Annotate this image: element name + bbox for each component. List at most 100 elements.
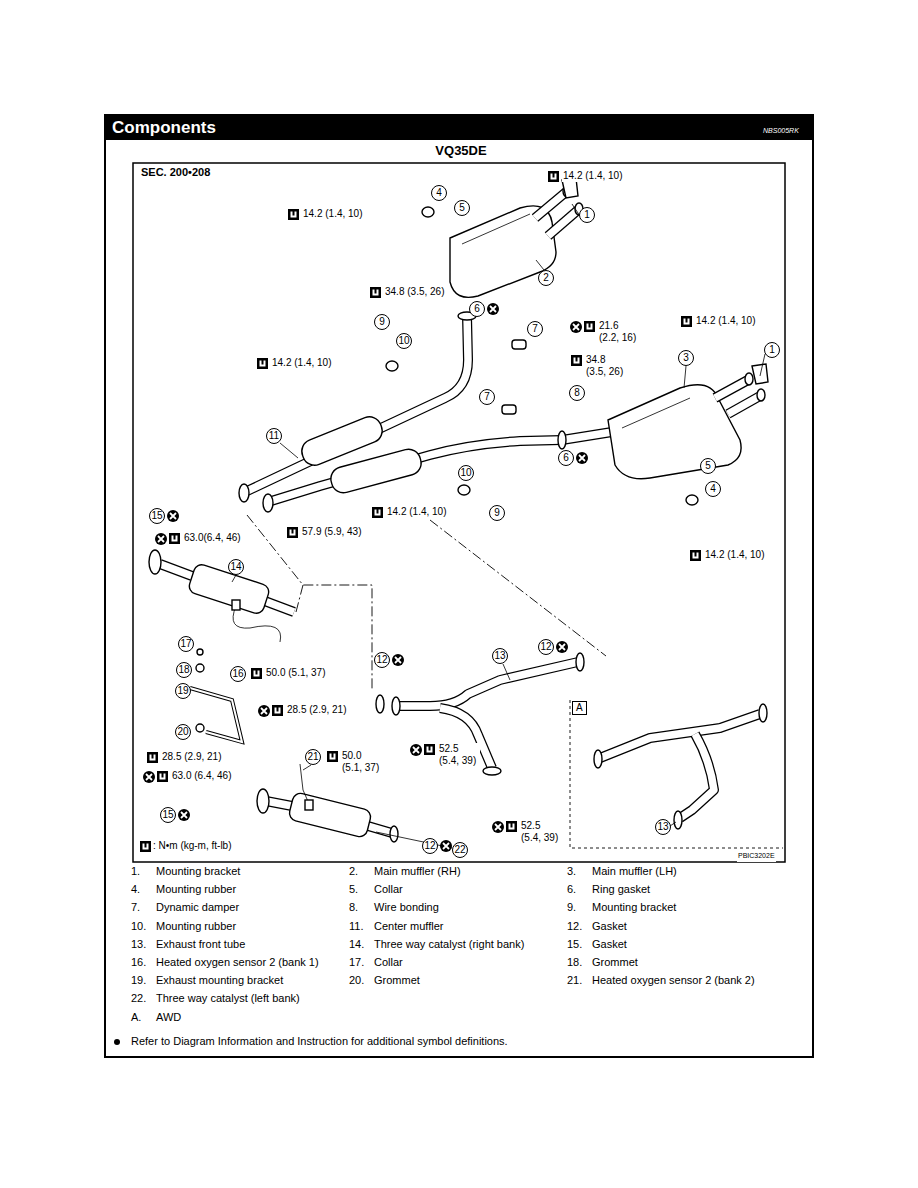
leader-lines	[232, 204, 765, 848]
sensor-wire	[233, 606, 281, 642]
awd-inset	[570, 700, 783, 848]
flange	[674, 811, 682, 829]
do-not-reuse-symbol	[167, 510, 179, 522]
torque-symbol	[571, 355, 582, 366]
flange	[376, 695, 384, 713]
mounting-rubber	[458, 485, 470, 495]
table-cell: 10.	[130, 920, 147, 933]
table-cell: AWD	[155, 1011, 182, 1024]
pipe	[600, 714, 760, 758]
mounting-rubber	[686, 495, 698, 505]
torque-symbol	[684, 319, 690, 325]
do-not-reuse-symbol	[492, 821, 504, 833]
callout-number: 6	[469, 301, 485, 317]
do-not-reuse-symbol	[579, 455, 585, 461]
section-number: SEC. 200•208	[140, 166, 211, 178]
muffler-seam	[622, 398, 690, 428]
torque-symbol	[169, 533, 180, 544]
torque-value: 14.2 (1.4, 10)	[562, 170, 623, 182]
torque-value: 63.0 (6.4, 46)	[171, 770, 232, 782]
do-not-reuse-symbol	[576, 452, 588, 464]
do-not-reuse-symbol	[440, 840, 452, 852]
callout-number: 3	[678, 350, 694, 366]
pipe	[368, 826, 392, 833]
table-cell: Grommet	[373, 974, 421, 987]
table-cell: 19.	[130, 974, 147, 987]
torque-symbol	[584, 321, 595, 332]
note: Refer to Diagram Information and Instruc…	[130, 1035, 509, 1048]
torque-symbol	[290, 530, 296, 536]
torque-symbol	[157, 771, 168, 782]
torque-symbol	[327, 751, 338, 762]
torque-symbol	[140, 841, 151, 852]
pipe	[562, 432, 612, 440]
do-not-reuse-symbol	[258, 705, 270, 717]
do-not-reuse-symbol	[487, 303, 499, 315]
figure-code: NBS005RK	[762, 125, 800, 137]
torque-value: 50.0 (5.1, 37)	[341, 750, 383, 774]
table-cell: Wire bonding	[373, 901, 440, 914]
callout-number: 10	[458, 465, 474, 481]
torque-symbol	[172, 536, 178, 542]
catalysts	[149, 550, 398, 842]
callout-number: 21	[305, 749, 321, 765]
torque-value: 28.5 (2.9, 21)	[161, 751, 222, 763]
table-cell: Exhaust front tube	[155, 938, 246, 951]
oxygen-sensor	[232, 600, 240, 610]
torque-symbol	[291, 212, 297, 218]
flange	[239, 484, 249, 502]
callout-number: 10	[396, 333, 412, 349]
do-not-reuse-symbol	[570, 321, 582, 333]
table-cell: 12.	[566, 920, 583, 933]
callout-number: 12	[538, 639, 554, 655]
table-cell: Collar	[373, 956, 404, 969]
torque-symbol	[372, 507, 383, 518]
do-not-reuse-symbol	[181, 812, 187, 818]
callout-number: 1	[579, 207, 595, 223]
callout-number: 13	[492, 648, 508, 664]
torque-value: 57.9 (5.9, 43)	[301, 526, 362, 538]
pipe	[262, 600, 294, 612]
table-cell: Main muffler (LH)	[591, 865, 678, 878]
torque-symbol	[272, 705, 283, 716]
table-cell: Heated oxygen sensor 2 (bank 1)	[155, 956, 320, 969]
torque-value: 63.0(6.4, 46)	[183, 532, 242, 544]
mounting-rubber	[422, 207, 434, 217]
torque-symbol	[275, 708, 281, 714]
callout-number: 15	[149, 508, 165, 524]
table-cell: Mounting bracket	[591, 901, 677, 914]
torque-symbol	[681, 316, 692, 327]
torque-symbol	[327, 751, 338, 762]
mounting-rubber	[386, 361, 398, 371]
torque-symbol	[424, 744, 435, 755]
do-not-reuse-symbol	[576, 452, 588, 464]
table-cell: 18.	[566, 956, 583, 969]
table-cell: 13.	[130, 938, 147, 951]
tail-pipe	[535, 192, 566, 218]
leader-line	[760, 354, 765, 376]
torque-symbol	[257, 358, 268, 369]
resonator	[328, 447, 424, 496]
pipe	[398, 662, 578, 706]
torque-symbol	[330, 754, 336, 760]
do-not-reuse-symbol	[178, 809, 190, 821]
pipe	[160, 564, 192, 576]
table-cell: 3.	[566, 865, 577, 878]
table-cell: 6.	[566, 883, 577, 896]
table-cell: 22.	[130, 992, 147, 1005]
callout-number: 11	[266, 428, 282, 444]
table-cell: Mounting bracket	[155, 865, 241, 878]
table-cell: Three way catalyst (left bank)	[155, 992, 301, 1005]
do-not-reuse-symbol	[570, 321, 582, 333]
pipe	[562, 432, 612, 440]
table-cell: 1.	[130, 865, 141, 878]
torque-symbol	[427, 747, 433, 753]
collar	[197, 649, 203, 655]
torque-value: 34.8 (3.5, 26)	[384, 286, 445, 298]
do-not-reuse-symbol	[410, 744, 422, 756]
do-not-reuse-symbol	[490, 306, 496, 312]
dash-dot-line	[247, 515, 372, 690]
tail-pipe	[548, 210, 578, 236]
do-not-reuse-symbol	[170, 513, 176, 519]
